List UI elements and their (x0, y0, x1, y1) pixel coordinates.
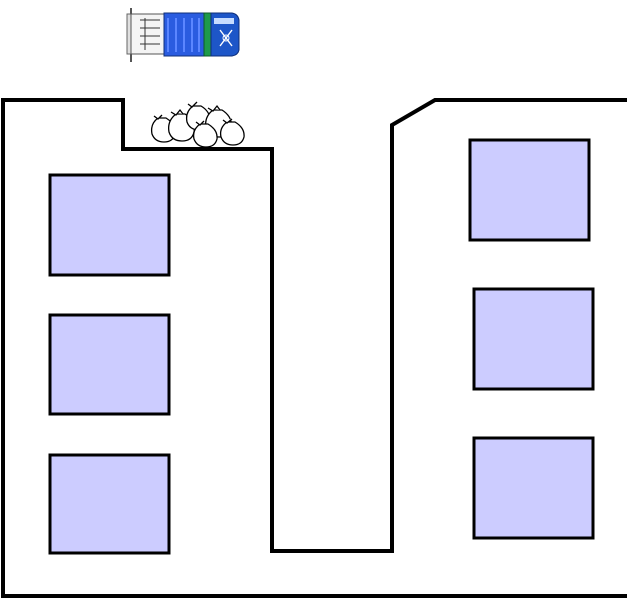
right-room-1[interactable] (470, 140, 589, 240)
left-room-2[interactable] (50, 315, 169, 414)
left-room-3[interactable] (50, 455, 169, 553)
left-room-1[interactable] (50, 175, 169, 275)
garbage-truck-icon[interactable] (127, 8, 239, 62)
right-room-2[interactable] (474, 289, 593, 389)
right-room-3[interactable] (474, 438, 593, 538)
garbage-bags-icon[interactable] (152, 102, 244, 147)
